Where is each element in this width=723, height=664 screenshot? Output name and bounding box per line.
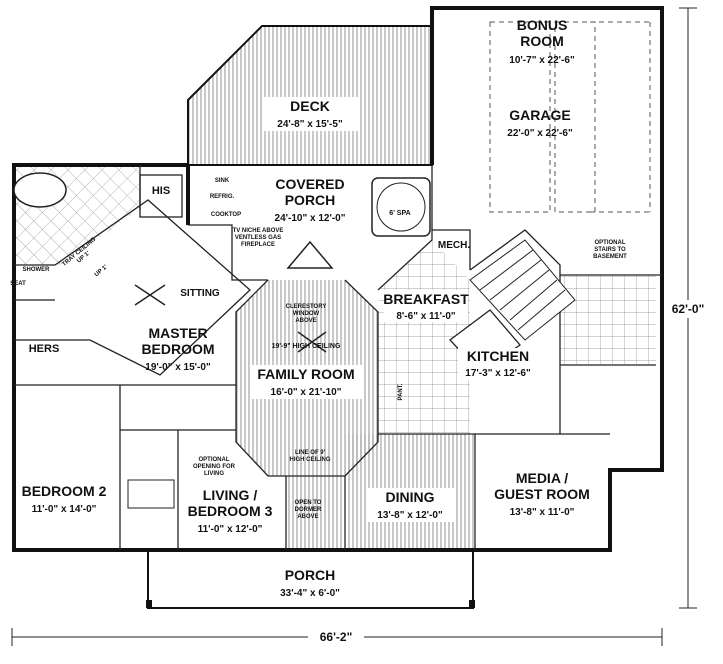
room-name: DECK: [290, 98, 330, 114]
hers-closet-label: HERS: [29, 343, 60, 355]
room-name: MEDIA /GUEST ROOM: [494, 470, 590, 502]
room-dimension: 8'-6" x 11'-0": [396, 311, 456, 322]
up1-note: UP 1': [94, 264, 110, 278]
room-dimension: 11'-0" x 12'-0": [198, 524, 263, 535]
foyer-floor: [286, 476, 346, 550]
room-family-room: FAMILY ROOM 16'-0" x 21'-10": [250, 365, 362, 399]
room-dining: DINING 13'-8" x 12'-0": [366, 488, 456, 522]
room-media-guest: MEDIA /GUEST ROOM 13'-8" x 11'-0": [494, 470, 590, 518]
room-garage: GARAGE 22'-0" x 22'-6": [507, 107, 573, 139]
room-name: BREAKFAST: [383, 291, 469, 307]
pantry-label: PANT.: [398, 383, 404, 400]
refrig-label: REFRIG.: [210, 194, 235, 200]
fireplace: [286, 240, 334, 269]
porch-post-left: [146, 600, 152, 608]
room-name: DINING: [386, 489, 435, 505]
mech-room-label: MECH.: [438, 240, 470, 251]
deck-area: [187, 25, 433, 166]
line-of-ceiling-note: LINE OF 9'HIGH CEILING: [289, 450, 330, 463]
room-dimension: 19'-0" x 15'-0": [145, 362, 211, 373]
room-name: FAMILY ROOM: [257, 366, 354, 382]
room-living-bedroom-3: LIVING /BEDROOM 3 11'-0" x 12'-0": [188, 487, 273, 535]
master-tub: [13, 172, 67, 208]
room-dimension: 22'-0" x 22'-6": [507, 128, 573, 139]
room-dimension: 11'-0" x 14'-0": [32, 504, 97, 515]
room-dimension: 33'-4" x 6'-0": [280, 588, 340, 599]
room-deck: DECK 24'-8" x 15'-5": [262, 97, 358, 131]
interior-walls: [14, 165, 662, 550]
spa-tub: [376, 182, 426, 232]
shower-label: SHOWER: [23, 267, 51, 273]
stairs-to-basement: [469, 239, 576, 341]
laundry-floor: [560, 275, 656, 365]
bath2-tub: [127, 479, 175, 509]
high-ceiling-note: 19'-9" HIGH CEILING: [272, 343, 341, 350]
room-kitchen: KITCHEN 17'-3" x 12'-6": [458, 348, 538, 380]
spa: [371, 177, 431, 237]
overall-depth-dimension: 62'-0": [672, 302, 705, 316]
room-name: BEDROOM 2: [22, 483, 107, 499]
room-dimension: 24'-10" x 12'-0": [275, 213, 346, 224]
width-dim-bg: [308, 629, 364, 645]
room-dimension: 16'-0" x 21'-10": [271, 387, 342, 398]
room-dimension: 17'-3" x 12'-6": [465, 368, 531, 379]
garage-doors: [489, 21, 651, 213]
exterior-wall: [12, 6, 664, 552]
room-porch: PORCH 33'-4" x 6'-0": [280, 567, 340, 599]
room-name: GARAGE: [509, 107, 570, 123]
room-name: PORCH: [285, 567, 336, 583]
sink-label: SINK: [215, 178, 230, 184]
room-dimension: 13'-8" x 11'-0": [510, 507, 575, 518]
ceiling-fan-icon: [297, 331, 327, 353]
breakfast-floor: [378, 240, 470, 434]
room-dimension: 13'-8" x 12'-0": [377, 510, 443, 521]
his-closet-label: HIS: [152, 185, 170, 197]
depth-dim-bg: [666, 300, 710, 318]
room-breakfast: BREAKFAST 8'-6" x 11'-0": [383, 290, 469, 322]
spa-label: 6' SPA: [389, 210, 410, 217]
overall-width-dimension: 66'-2": [320, 630, 353, 644]
cooktop-label: COOKTOP: [211, 212, 241, 218]
room-dimension: 24'-8" x 15'-5": [277, 119, 343, 130]
room-dimension: 10'-7" x 22'-6": [509, 55, 575, 66]
seat-label: SEAT: [10, 281, 26, 287]
room-name: KITCHEN: [467, 348, 529, 364]
room-bedroom-2: BEDROOM 2 11'-0" x 14'-0": [22, 483, 107, 515]
porch-post-right: [469, 600, 475, 608]
room-name: LIVING /BEDROOM 3: [188, 487, 273, 519]
ceiling-fan-icon: [134, 284, 166, 306]
sitting-label: SITTING: [180, 288, 220, 299]
